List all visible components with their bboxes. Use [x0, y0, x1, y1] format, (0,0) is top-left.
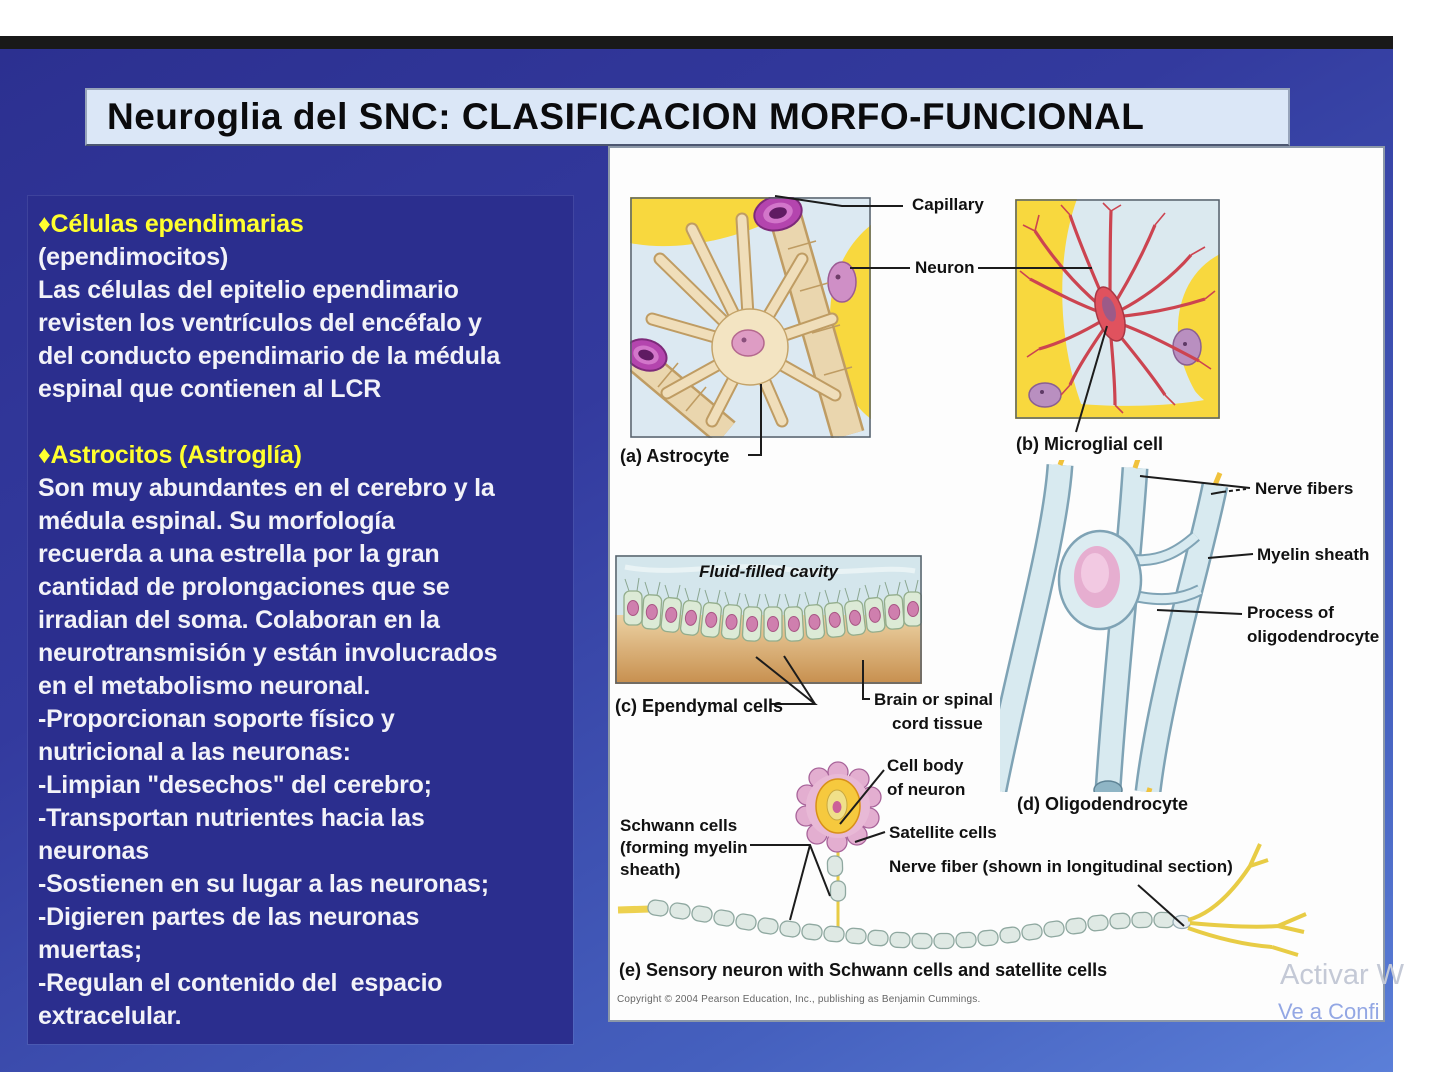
label-cell-body-1: Cell body	[887, 756, 964, 775]
label-panel-c: (c) Ependymal cells	[615, 696, 784, 716]
text-panel: ♦Células ependimarias (ependimocitos) La…	[28, 196, 573, 1044]
cilia	[624, 577, 919, 608]
slide-title-box: Neuroglia del SNC: CLASIFICACION MORFO-F…	[85, 88, 1290, 146]
heading-celulas-ependimarias: ♦Células ependimarias	[38, 210, 304, 238]
text-line: del conducto ependimario de la médula	[38, 342, 501, 370]
text-line: (ependimocitos)	[38, 243, 229, 271]
label-panel-e: (e) Sensory neuron with Schwann cells an…	[619, 960, 1108, 980]
slide-title: Neuroglia del SNC: CLASIFICACION MORFO-F…	[107, 96, 1145, 137]
text-line: espinal que contienen al LCR	[38, 375, 382, 403]
astrocyte-illustration	[630, 197, 871, 438]
microglial-cell-illustration	[1015, 199, 1220, 419]
label-process-1: Process of	[1247, 603, 1334, 622]
text-line: neuronas	[38, 837, 149, 865]
label-panel-d: (d) Oligodendrocyte	[1017, 794, 1188, 814]
label-cell-body-2: of neuron	[887, 780, 966, 799]
label-process-2: oligodendrocyte	[1247, 627, 1380, 646]
nerve-ending-branches	[1187, 843, 1307, 957]
label-brain-tissue-1: Brain or spinal	[874, 690, 994, 709]
activate-windows-watermark-line1: Activar W	[1280, 959, 1405, 991]
text-line: -Transportan nutrientes hacia las	[38, 804, 425, 832]
text-line: recuerda a una estrella por la gran	[38, 540, 440, 568]
label-brain-tissue-2: cord tissue	[892, 714, 983, 733]
slide-top-black-bar	[0, 36, 1393, 49]
text-line: cantidad de prolongaciones que se	[38, 573, 450, 601]
text-line: -Proporcionan soporte físico y	[38, 705, 395, 733]
ependymal-cells-illustration	[615, 555, 922, 684]
label-capillary: Capillary	[912, 195, 984, 214]
text-line: en el metabolismo neuronal.	[38, 672, 371, 700]
text-line: -Sostienen en su lugar a las neuronas;	[38, 870, 489, 898]
text-line: -Digieren partes de las neuronas	[38, 903, 420, 931]
label-nerve-fibers: Nerve fibers	[1255, 479, 1354, 498]
label-panel-a: (a) Astrocyte	[620, 446, 730, 466]
label-schwann-1: Schwann cells	[620, 816, 738, 835]
figure-copyright: Copyright © 2004 Pearson Education, Inc.…	[617, 994, 981, 1005]
oligodendrocyte-illustration	[1000, 460, 1229, 792]
label-nerve-fiber-longitudinal: Nerve fiber (shown in longitudinal secti…	[889, 857, 1233, 876]
label-neuron: Neuron	[915, 258, 975, 277]
text-line: extracelular.	[38, 1002, 182, 1030]
text-line: muertas;	[38, 936, 142, 964]
presentation-slide: Neuroglia del SNC: CLASIFICACION MORFO-F…	[0, 36, 1393, 1072]
text-line: -Limpian "desechos" del cerebro;	[38, 771, 432, 799]
neuron-cell-body	[795, 761, 882, 853]
activate-windows-watermark-line2: Ve a Confi	[1278, 999, 1380, 1024]
capillary-cut-left	[630, 338, 668, 372]
text-line: nutricional a las neuronas:	[38, 738, 351, 766]
text-line: médula espinal. Su morfología	[38, 507, 395, 535]
label-schwann-3: sheath)	[620, 860, 681, 879]
label-satellite-cells: Satellite cells	[889, 823, 997, 842]
text-line	[38, 406, 573, 439]
label-schwann-2: (forming myelin	[620, 838, 748, 857]
neuroglia-figure-panel: Capillary Neuron (a) Astrocyte (b) Micro…	[608, 146, 1385, 1022]
text-line: Son muy abundantes en el cerebro y la	[38, 474, 495, 502]
heading-astrocitos: ♦Astrocitos (Astroglía)	[38, 441, 302, 469]
label-myelin-sheath: Myelin sheath	[1257, 545, 1370, 564]
text-line: irradian del soma. Colaboran en la	[38, 606, 440, 634]
label-fluid-filled-cavity: Fluid-filled cavity	[699, 562, 838, 581]
text-line: neurotransmisión y están involucrados	[38, 639, 498, 667]
text-line: revisten los ventrículos del encéfalo y	[38, 309, 482, 337]
label-panel-b: (b) Microglial cell	[1016, 434, 1164, 454]
text-line: -Regulan el contenido del espacio	[38, 969, 443, 997]
text-line: Las células del epitelio ependimario	[38, 276, 459, 304]
